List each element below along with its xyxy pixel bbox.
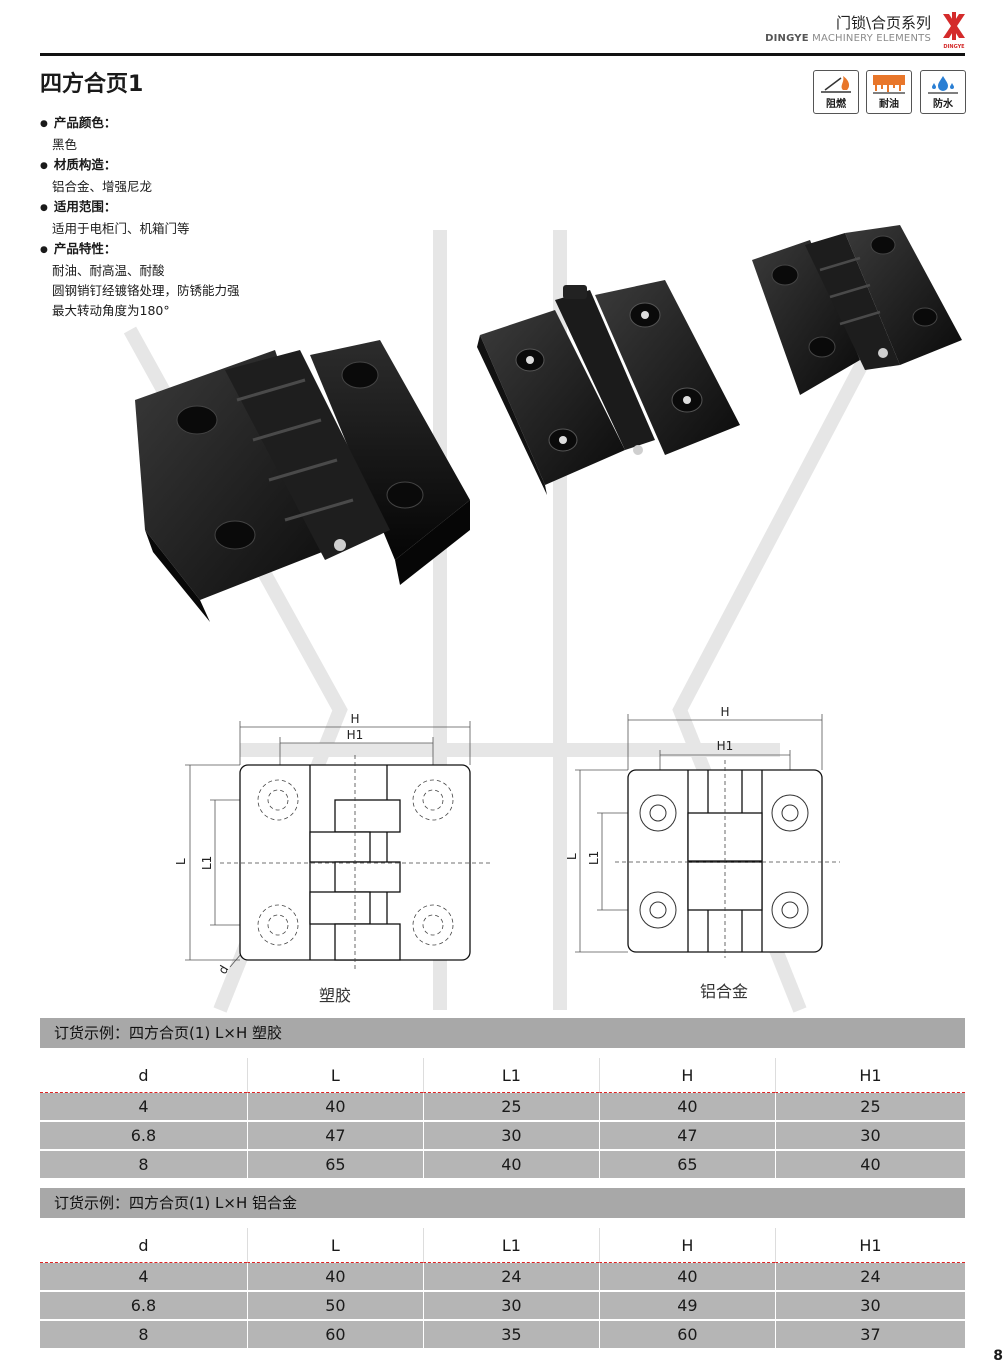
column-header: H	[598, 1228, 775, 1263]
table-cell: 40	[246, 1263, 423, 1292]
spec-heading: 产品特性：	[40, 239, 340, 261]
property-flame-retardant: 阻燃	[813, 70, 859, 114]
column-header: L	[246, 1228, 423, 1263]
table-cell: 60	[246, 1321, 423, 1350]
oil-resistant-icon	[873, 75, 905, 94]
table-cell: 50	[246, 1292, 423, 1321]
table-cell: 49	[598, 1292, 775, 1321]
table-cell: 30	[774, 1292, 965, 1321]
table-cell: 6.8	[40, 1292, 247, 1321]
table-cell: 40	[598, 1263, 775, 1292]
dim-label-L: L	[175, 858, 188, 865]
drawing-aluminum: H H1 L L1	[565, 705, 840, 958]
table-cell: 4	[40, 1263, 247, 1292]
table-cell: 65	[246, 1151, 423, 1180]
dim-label-H: H	[350, 712, 359, 726]
property-waterproof: 防水	[920, 70, 966, 114]
drawing-caption-aluminum: 铝合金	[700, 982, 749, 1001]
dim-label-H1: H1	[347, 728, 364, 742]
table-cell: 40	[598, 1093, 775, 1122]
spec-value: 圆钢销钉经镀铬处理，防锈能力强	[52, 283, 240, 298]
dim-label-L: L	[565, 853, 579, 860]
spec-heading: 产品颜色：	[40, 113, 340, 135]
table-cell: 30	[422, 1292, 599, 1321]
table-title-aluminum: 订货示例：四方合页(1) L×H 铝合金	[40, 1188, 965, 1218]
property-oil-resistant: 耐油	[866, 70, 912, 114]
header-rule	[40, 53, 965, 56]
brand-name: DINGYE	[765, 33, 809, 44]
column-header: d	[40, 1228, 247, 1263]
spec-table-plastic: d L L1 H H1 4 40 25 40 25 6.8 47 30 47 3…	[40, 1058, 965, 1180]
hinge-photo-small	[752, 225, 962, 395]
table-cell: 25	[774, 1093, 965, 1122]
table-cell: 8	[40, 1151, 247, 1180]
table-cell: 35	[422, 1321, 599, 1350]
table-row: 6.8 50 30 49 30	[40, 1292, 965, 1321]
waterproof-icon	[928, 76, 958, 94]
table-row: 4 40 24 40 24	[40, 1263, 965, 1292]
hinge-photo-large	[135, 340, 470, 622]
column-header: H1	[774, 1228, 965, 1263]
brand-tagline: MACHINERY ELEMENTS	[812, 33, 931, 44]
property-label: 阻燃	[826, 99, 846, 110]
catalog-category: 门锁\合页系列	[835, 14, 931, 32]
page-title: 四方合页1	[40, 72, 144, 97]
table-cell: 30	[774, 1122, 965, 1151]
table-cell: 60	[598, 1321, 775, 1350]
spec-heading: 材质构造：	[40, 155, 340, 177]
table-cell: 47	[598, 1122, 775, 1151]
catalog-subtitle: DINGYE MACHINERY ELEMENTS	[765, 33, 931, 44]
spec-value: 耐油、耐高温、耐酸	[52, 263, 165, 278]
dim-label-d: d	[215, 963, 231, 977]
table-cell: 4	[40, 1093, 247, 1122]
dim-label-L1: L1	[200, 856, 214, 870]
property-label: 耐油	[879, 99, 899, 110]
table-title-plastic: 订货示例：四方合页(1) L×H 塑胶	[40, 1018, 965, 1048]
table-cell: 37	[774, 1321, 965, 1350]
drawing-plastic: H H1 L L1 d	[175, 712, 490, 977]
brand-logo: DINGYE	[943, 12, 965, 50]
flame-retardant-icon	[821, 76, 851, 93]
spec-list: 产品颜色： 黑色 材质构造： 铝合金、增强尼龙 适用范围： 适用于电柜门、机箱门…	[40, 113, 340, 321]
spec-table-aluminum: d L L1 H H1 4 40 24 40 24 6.8 50 30 49 3…	[40, 1228, 965, 1350]
column-header: L	[246, 1058, 423, 1093]
table-cell: 40	[774, 1151, 965, 1180]
spec-value: 最大转动角度为180°	[52, 303, 170, 318]
spec-value: 适用于电柜门、机箱门等	[52, 221, 190, 236]
brand-logo-text: DINGYE	[943, 44, 965, 50]
table-cell: 24	[774, 1263, 965, 1292]
table-row: 8 65 40 65 40	[40, 1151, 965, 1180]
page-number: 8	[993, 1348, 1003, 1364]
table-row: 4 40 25 40 25	[40, 1093, 965, 1122]
column-header: H1	[774, 1058, 965, 1093]
property-label: 防水	[933, 99, 953, 110]
table-cell: 8	[40, 1321, 247, 1350]
table-cell: 30	[422, 1122, 599, 1151]
column-header: H	[598, 1058, 775, 1093]
column-header: d	[40, 1058, 247, 1093]
spec-heading: 适用范围：	[40, 197, 340, 219]
table-cell: 40	[422, 1151, 599, 1180]
drawing-caption-plastic: 塑胶	[319, 986, 352, 1005]
table-row: 6.8 47 30 47 30	[40, 1122, 965, 1151]
table-cell: 24	[422, 1263, 599, 1292]
table-cell: 47	[246, 1122, 423, 1151]
table-header-row: d L L1 H H1	[40, 1228, 965, 1263]
table-row: 8 60 35 60 37	[40, 1321, 965, 1350]
spec-value: 黑色	[52, 137, 78, 152]
column-header: L1	[422, 1058, 599, 1093]
dim-label-L1: L1	[587, 851, 601, 865]
spec-value: 铝合金、增强尼龙	[52, 179, 153, 194]
hinge-photo-medium	[477, 280, 740, 495]
table-cell: 6.8	[40, 1122, 247, 1151]
table-header-row: d L L1 H H1	[40, 1058, 965, 1093]
dim-label-H1: H1	[717, 739, 734, 753]
column-header: L1	[422, 1228, 599, 1263]
table-cell: 40	[246, 1093, 423, 1122]
dim-label-H: H	[720, 705, 729, 719]
table-cell: 25	[422, 1093, 599, 1122]
table-cell: 65	[598, 1151, 775, 1180]
